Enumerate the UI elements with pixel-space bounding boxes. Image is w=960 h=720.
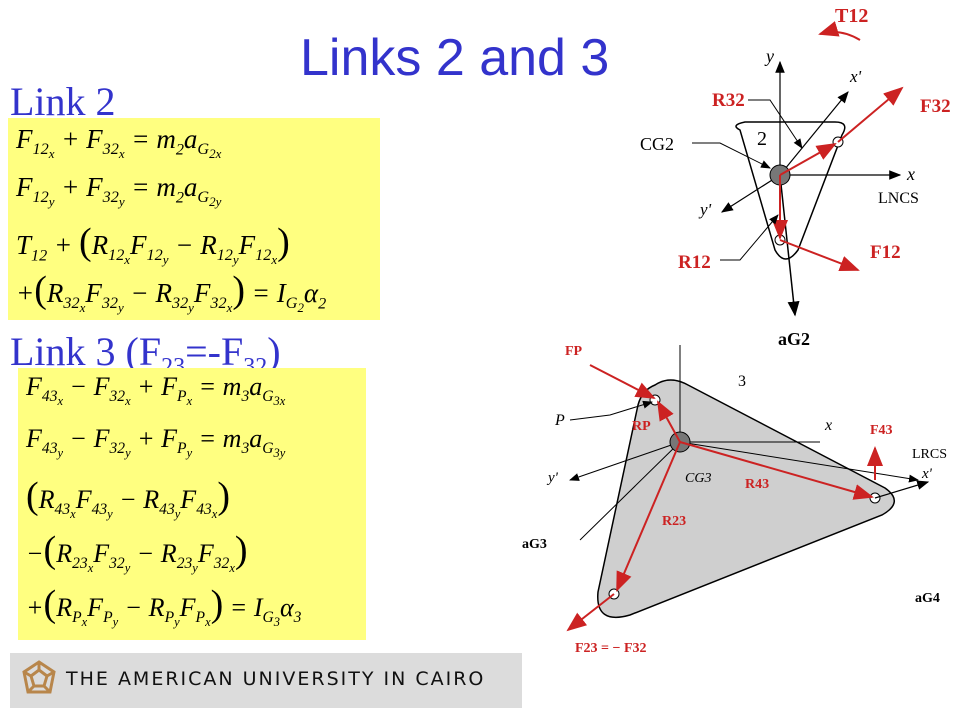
- y-axis-label: y: [764, 46, 774, 66]
- accel-g3-label: aG3: [522, 537, 547, 552]
- link2-free-body-diagram: T12 y x x' y' R32 F32 CG2 2 LNCS R12 F12…: [640, 5, 951, 349]
- f12-label: F12: [870, 242, 901, 263]
- f23-relation-label: F23 = − F32: [575, 641, 647, 656]
- university-emblem-icon: [22, 660, 56, 694]
- link2-heading: Link 2: [10, 79, 116, 124]
- x-prime-label: x': [849, 67, 862, 86]
- link2-number: 2: [757, 128, 767, 150]
- university-logo-bar: THE AMERICAN UNIVERSITY IN CAIRO: [10, 653, 522, 708]
- link2-body: [735, 121, 846, 260]
- p-label: P: [554, 412, 565, 429]
- x-axis-label-3: x: [824, 417, 832, 434]
- link2-eq4: +(R32xF32y − R32yF32x) = IG2α2: [16, 269, 327, 316]
- r12-label: R12: [678, 252, 711, 273]
- cg3-label: CG3: [685, 471, 711, 486]
- link2-eq1: F12x + F32x = m2aG2x: [16, 124, 222, 162]
- r32-label: R32: [712, 90, 745, 111]
- cg2-label: CG2: [640, 134, 674, 154]
- link3-eq3: (R43xF43y − R43yF43x): [26, 475, 230, 522]
- x-prime-label-3: x': [921, 466, 933, 482]
- torque-label: T12: [835, 5, 868, 27]
- lrcs-label: LRCS: [912, 447, 947, 462]
- r23-label: R23: [662, 514, 686, 529]
- accel-g4-label: aG4: [915, 591, 940, 606]
- university-name: THE AMERICAN UNIVERSITY IN CAIRO: [66, 668, 486, 690]
- f32-label: F32: [920, 96, 951, 117]
- r43-label: R43: [745, 477, 769, 492]
- link3-equation-box: F43x − F32x + FPx = m3aG3x F43y − F32y +…: [18, 368, 366, 640]
- link2-eq3: T12 + (R12xF12y − R12yF12x): [16, 221, 290, 268]
- link3-body: [597, 379, 895, 619]
- accel-g2-label: aG2: [778, 329, 810, 349]
- lncs-label: LNCS: [878, 190, 919, 207]
- fp-label: FP: [565, 344, 583, 359]
- rp-label: RP: [632, 419, 651, 434]
- link3-eq2: F43y − F32y + FPy = m3aG3y: [26, 424, 286, 461]
- link3-free-body-diagram: FP P RP 3 x F43 LRCS x' y' CG3 R43 R23 a…: [522, 344, 947, 656]
- link3-eq4: −(R23xF32y − R23yF32x): [26, 529, 248, 576]
- link3-eq5: +(RPxFPy − RPyFPx) = IG3α3: [26, 583, 302, 630]
- torque-arrow: [818, 21, 861, 41]
- link3-number: 3: [738, 373, 746, 390]
- y-prime-label: y': [698, 200, 712, 219]
- link3-eq1: F43x − F32x + FPx = m3aG3x: [26, 372, 286, 409]
- link2-equation-box: F12x + F32x = m2aG2x F12y + F32y = m2aG2…: [8, 118, 380, 320]
- f43-label: F43: [870, 423, 893, 438]
- x-axis-label: x: [906, 164, 915, 184]
- slide-title: Links 2 and 3: [300, 29, 610, 87]
- link2-eq2: F12y + F32y = m2aG2y: [16, 172, 222, 210]
- y-prime-label-3: y': [546, 470, 559, 486]
